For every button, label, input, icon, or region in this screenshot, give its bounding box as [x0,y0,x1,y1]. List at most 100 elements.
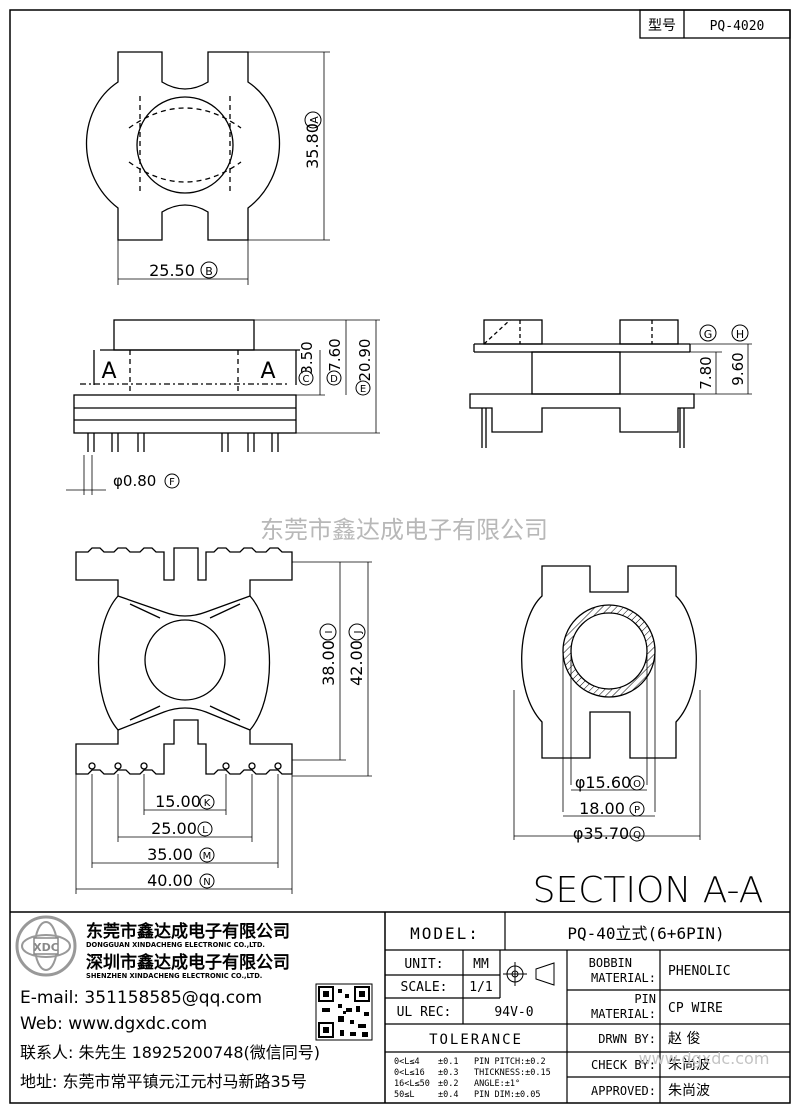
tolerance-label: TOLERANCE [429,1032,523,1048]
svg-text:P: P [634,805,640,816]
company-contact: 联系人: 朱先生 18925200748(微信同号) [20,1043,320,1062]
header-block: 型号 PQ-4020 [639,9,791,39]
qr-code-icon [315,983,373,1041]
bobbin-label-2: MATERIAL: [591,971,656,985]
company-name-en-1: DONGGUAN XINDACHENG ELECTRONIC CO.,LTD. [86,941,265,949]
ref-e-circle: E [355,380,371,396]
section-label: SECTION A-A [533,870,764,911]
unit-value: MM [473,957,489,972]
ref-m-circle: M [199,847,215,863]
svg-text:L: L [202,825,208,836]
dim-sec-q: φ35.70 [573,824,629,843]
svg-text:Q: Q [633,830,641,841]
ref-b-circle: B [200,261,218,279]
bottom-view [75,547,372,894]
ref-c-circle: C [298,370,314,386]
svg-text:O: O [633,779,641,790]
ref-k-circle: K [199,794,215,810]
ref-i-circle: I [319,623,337,641]
top-view [85,51,330,285]
dim-bottom-m: 35.00 [147,845,193,864]
ulrec-label: UL REC: [397,1005,452,1020]
section-view [513,565,701,840]
tolerance-note: PIN DIM:±0.05 [474,1090,541,1100]
dim-side-d: 7.60 [326,338,344,371]
svg-text:XDC: XDC [33,941,59,954]
dim-sec-p: 18.00 [579,799,625,818]
ref-a-circle: A [304,111,322,129]
dim-side-c: 3.50 [298,341,316,374]
cut-a-right: A [260,359,275,384]
approved-value: 朱尚波 [668,1083,710,1099]
svg-text:H: H [736,328,744,341]
dim-top-width: 25.50 [149,261,195,280]
check-label: CHECK BY: [591,1058,656,1072]
type-value: PQ-4020 [710,19,765,34]
tolerance-value: ±0.4 [438,1090,458,1100]
pin-label-1: PIN [634,992,656,1006]
company-logo: XDC [15,915,77,977]
dim-top-height: 35.80 [303,123,322,169]
tolerance-range: 0<L≤16 [394,1068,425,1078]
scale-label: SCALE: [401,980,448,995]
tolerance-range: 16<L≤50 [394,1079,430,1089]
tolerance-value: ±0.3 [438,1068,458,1078]
drawn-value: 赵 俊 [668,1031,700,1047]
svg-text:F: F [169,477,175,488]
dim-right-78: 7.80 [697,356,715,389]
svg-text:N: N [203,877,210,888]
ref-n-circle: N [199,873,215,889]
company-name-en-2: SHENZHEN XINDACHENG ELECTRONIC CO.,LTD. [86,972,262,980]
approved-label: APPROVED: [591,1084,656,1098]
tolerance-note: ANGLE:±1° [474,1079,520,1089]
svg-text:J: J [353,631,364,635]
model-value: PQ-40立式(6+6PIN) [567,924,724,943]
tolerance-note: PIN PITCH:±0.2 [474,1057,546,1067]
company-name-cn-2: 深圳市鑫达成电子有限公司 [86,952,290,973]
right-view [469,319,752,448]
drawing-frame [9,9,791,1104]
ref-g-circle: G [699,324,717,342]
company-web: Web: www.dgxdc.com [20,1014,207,1034]
svg-text:I: I [324,631,335,634]
company-address: 地址: 东莞市常平镇元江元村马新路35号 [20,1072,307,1091]
svg-text:B: B [205,265,213,278]
check-value: 朱尚波 [668,1057,710,1073]
ref-o-circle: O [629,775,645,791]
svg-text:K: K [204,798,211,809]
dim-bottom-l: 25.00 [151,819,197,838]
tolerance-table: 0<L≤4 ±0.1 PIN PITCH:±0.2 0<L≤16 ±0.3 THICKNE… [394,1057,551,1100]
scale-value: 1/1 [469,980,492,995]
unit-label: UNIT: [404,957,443,972]
svg-text:E: E [360,384,366,395]
type-label: 型号 [648,18,676,34]
model-label: MODEL: [410,924,480,943]
ref-d-circle: D [326,370,342,386]
bobbin-label-1: BOBBIN [589,956,632,970]
dim-bottom-j: 42.00 [347,640,366,686]
ref-h-circle: H [731,324,749,342]
dim-bottom-i: 38.00 [319,640,338,686]
tolerance-value: ±0.2 [438,1079,458,1089]
dim-side-e: 20.90 [356,339,374,382]
tolerance-value: ±0.1 [438,1057,458,1067]
cut-a-left: A [101,359,116,384]
tolerance-note: THICKNESS:±0.15 [474,1068,551,1078]
company-name-cn-1: 东莞市鑫达成电子有限公司 [86,921,290,942]
dim-bottom-k: 15.00 [155,792,201,811]
drawn-label: DRWN BY: [598,1032,656,1046]
side-view [66,319,380,495]
svg-text:A: A [308,116,321,124]
tolerance-range: 0<L≤4 [394,1057,420,1067]
svg-text:C: C [303,374,310,385]
tolerance-range: 50≤L [394,1090,414,1100]
pin-value: CP WIRE [668,1001,723,1016]
dim-right-96: 9.60 [729,352,747,385]
pin-label-2: MATERIAL: [591,1007,656,1021]
ref-j-circle: J [348,623,366,641]
ulrec-value: 94V-0 [494,1005,533,1020]
title-block [385,912,790,1103]
ref-q-circle: Q [629,826,645,842]
watermark-text: 东莞市鑫达成电子有限公司 [260,516,548,544]
